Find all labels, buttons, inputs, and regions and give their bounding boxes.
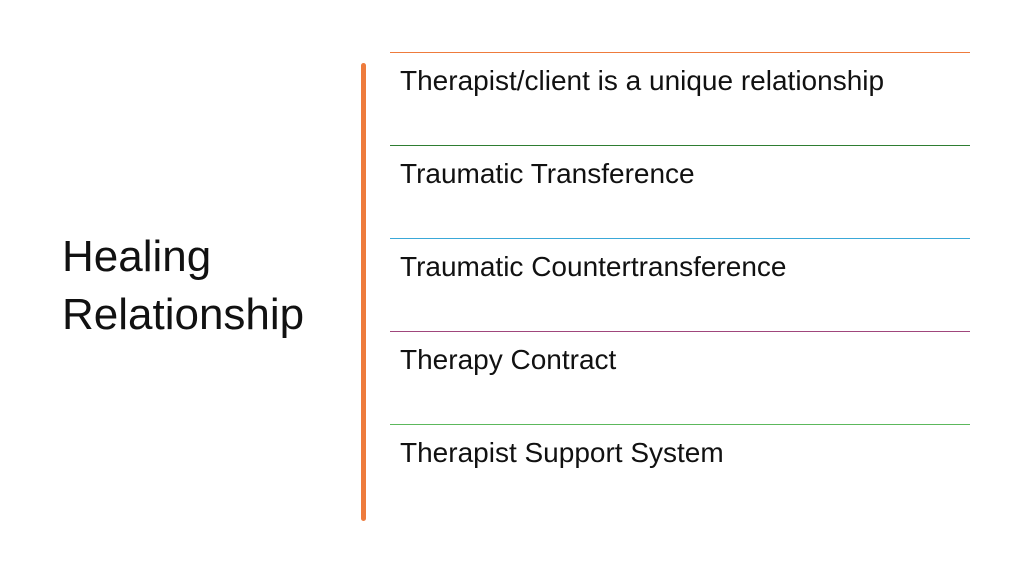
list-item-label: Therapy Contract	[400, 344, 617, 375]
list-item-label: Therapist/client is a unique relationshi…	[400, 65, 885, 96]
list-item: Traumatic Transference	[390, 145, 970, 238]
list-item-label: Traumatic Transference	[400, 158, 695, 189]
slide-title: Healing Relationship	[62, 228, 352, 344]
vertical-divider	[361, 63, 366, 521]
list-item-label: Therapist Support System	[400, 437, 724, 468]
slide-title-line-2: Relationship	[62, 290, 305, 339]
list-item: Therapist/client is a unique relationshi…	[390, 52, 970, 145]
topic-list: Therapist/client is a unique relationshi…	[390, 52, 970, 517]
list-item: Therapy Contract	[390, 331, 970, 424]
list-item-label: Traumatic Countertransference	[400, 251, 787, 282]
list-item: Therapist Support System	[390, 424, 970, 517]
slide-title-line-1: Healing	[62, 232, 212, 281]
list-item: Traumatic Countertransference	[390, 238, 970, 331]
